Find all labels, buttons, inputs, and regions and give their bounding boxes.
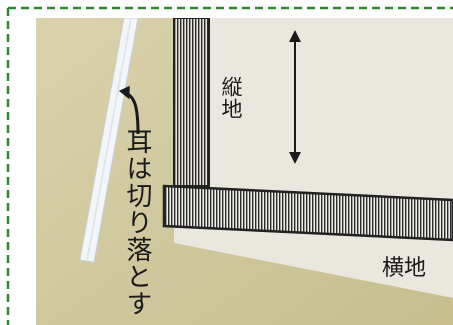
warp-label: 縦地 — [219, 76, 243, 120]
selvage-label: 耳は切り落とす — [122, 128, 152, 317]
warp-band — [174, 18, 209, 186]
weft-band — [164, 186, 453, 240]
double-arrow-icon — [289, 30, 301, 164]
weft-label: 横地 — [382, 256, 427, 281]
fabric-photo: 縦地 耳は切り落とす 横地 — [36, 18, 453, 325]
curved-arrow-icon — [118, 85, 140, 135]
fabric-illustration — [36, 18, 453, 325]
